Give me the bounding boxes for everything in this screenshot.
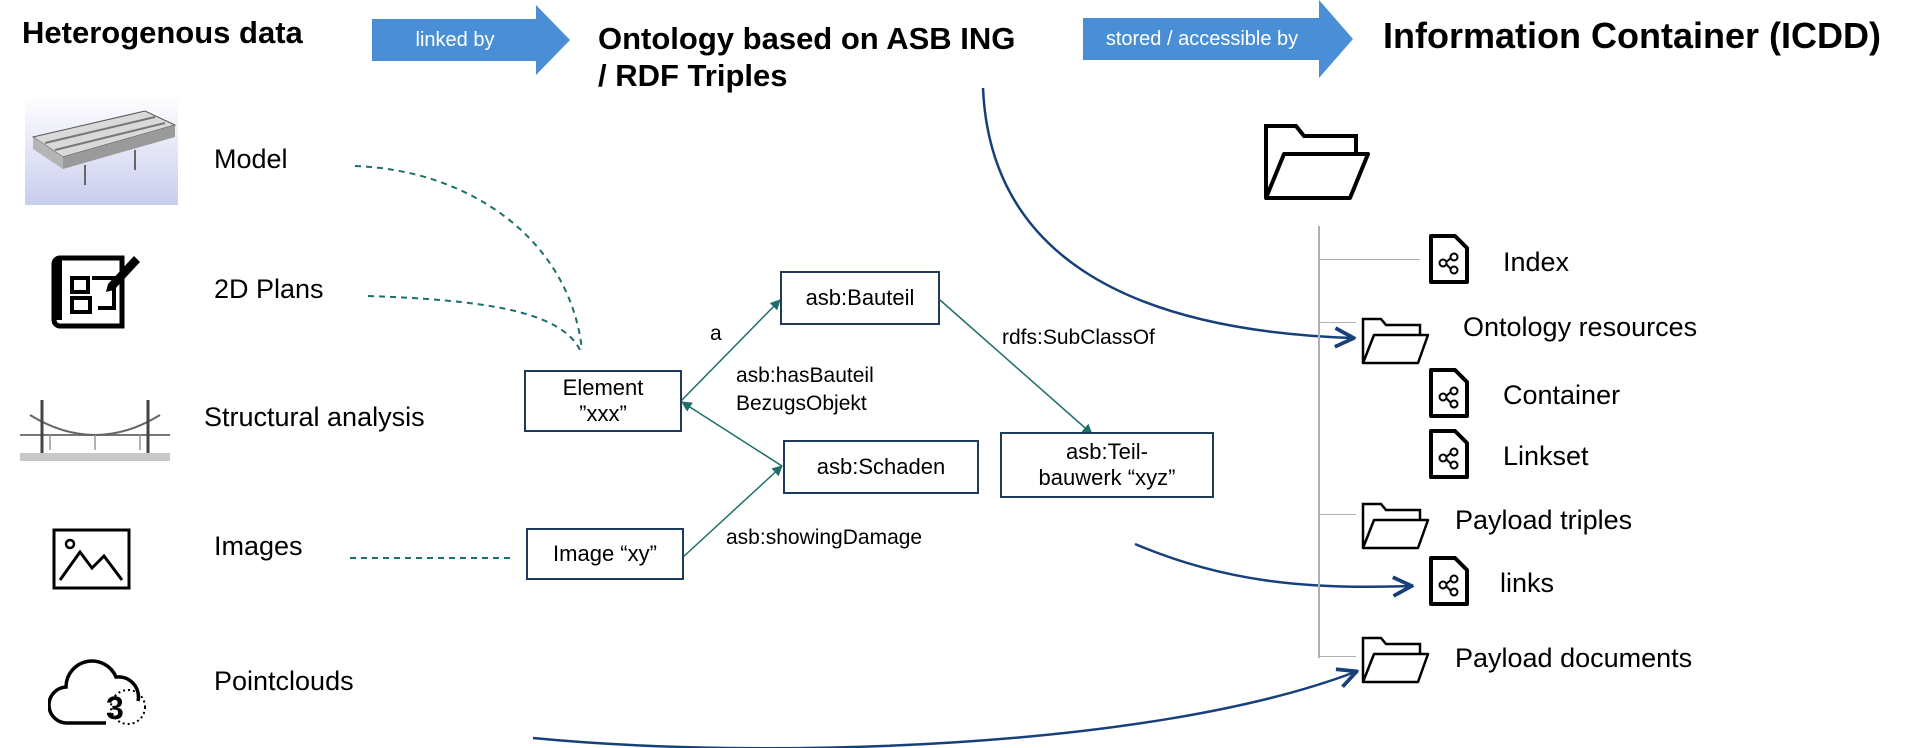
source-structural-label: Structural analysis (204, 402, 425, 432)
tree-item-linkset: Linkset (1503, 441, 1589, 471)
links-doc-icon (1429, 556, 1469, 606)
edge-a (679, 299, 781, 403)
source-plans-label: 2D Plans (214, 274, 324, 304)
tree-item-ontology-resources: Ontology resources (1463, 312, 1698, 342)
bridge-model-icon (25, 95, 178, 205)
tree-branch-payload-documents (1320, 656, 1356, 657)
tree-item-links: links (1500, 568, 1555, 598)
plans-link-dashed (367, 295, 581, 351)
model-link-dashed (354, 165, 583, 351)
tree-item-container: Container (1503, 380, 1621, 410)
blueprint-icon (51, 255, 140, 329)
edge-subclass (939, 299, 1093, 435)
container-heading: Information Container (ICDD) (1383, 15, 1881, 56)
stored-by-label: stored / accessible by (1105, 28, 1299, 50)
stored-by-arrow: stored / accessible by (1083, 0, 1353, 78)
edge-showing-damage-label: asb:showingDamage (726, 526, 923, 549)
bauteil-node: asb:Bauteil (780, 271, 940, 325)
source-model-label: Model (214, 144, 288, 174)
source-pointclouds-label: Pointclouds (214, 666, 354, 696)
pointclouds-to-documents-arrow (532, 672, 1355, 748)
pointcloud-cloud-icon: 3 (48, 659, 146, 726)
linkset-doc-icon (1429, 429, 1469, 479)
image-icon (52, 528, 131, 590)
edge-has-bauteil (681, 401, 783, 467)
linked-by-arrow: linked by (372, 5, 570, 75)
tree-branch-index (1320, 259, 1420, 260)
teilbauwerk-node: asb:Teil- bauwerk “xyz” (1000, 432, 1214, 498)
ontology-resources-folder-icon (1361, 317, 1430, 365)
tree-branch-payload-triples (1320, 514, 1356, 515)
folder-open-icon (1264, 124, 1370, 200)
tree-branch-ontology (1320, 322, 1356, 323)
schaden-node: asb:Schaden (783, 440, 979, 494)
tree-item-index: Index (1503, 247, 1570, 277)
triples-to-links-arrow (1134, 542, 1410, 587)
tree-item-payload-triples: Payload triples (1455, 505, 1633, 535)
element-node: Element ”xxx” (524, 370, 682, 432)
structural-analysis-icon (20, 400, 170, 461)
tree-item-payload-documents: Payload documents (1455, 643, 1693, 673)
image-node: Image “xy” (526, 528, 684, 580)
edge-subclass-label: rdfs:SubClassOf (1002, 326, 1155, 349)
index-doc-icon (1429, 234, 1469, 284)
edge-has-bauteil-label: asb:hasBauteil BezugsObjekt (736, 364, 874, 416)
edge-showing-damage (681, 465, 783, 559)
linked-by-label: linked by (415, 29, 495, 51)
tree-trunk (1318, 226, 1320, 658)
payload-documents-folder-icon (1361, 636, 1430, 684)
ontology-to-resources-arrow (981, 87, 1352, 338)
source-images-label: Images (214, 531, 303, 561)
edge-a-label: a (710, 322, 722, 345)
payload-triples-folder-icon (1361, 502, 1430, 550)
container-doc-icon (1429, 368, 1469, 418)
ontology-heading: Ontology based on ASB ING / RDF Triples (598, 21, 1016, 94)
sources-heading: Heterogenous data (22, 15, 303, 50)
pointcloud-glyph: 3 (106, 690, 124, 726)
